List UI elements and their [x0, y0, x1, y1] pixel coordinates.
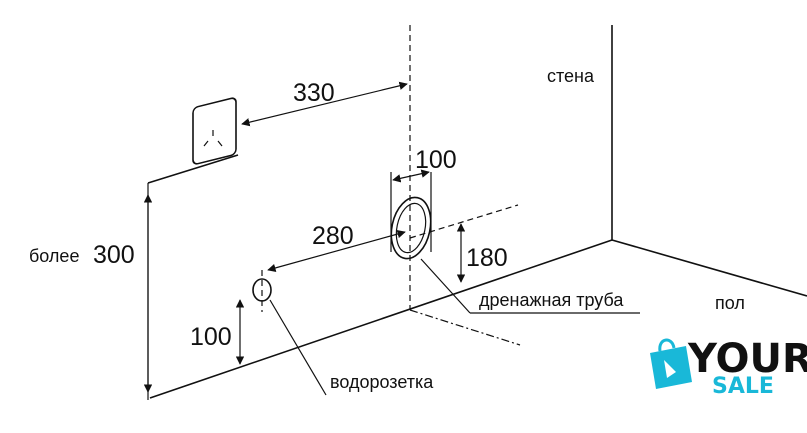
dimension-330-label: 330: [293, 79, 335, 107]
dimension-socket-height: 100: [190, 299, 245, 365]
drain-pipe-label: дренажная труба: [479, 290, 624, 310]
dimension-drain-width-label: 100: [415, 146, 457, 174]
logo-word-your: YOUR: [687, 336, 807, 382]
dimension-300: более 300: [29, 194, 153, 393]
shopping-bag-icon: [650, 338, 692, 389]
dimension-socket-height-label: 100: [190, 323, 232, 351]
dimension-330: 330: [241, 79, 408, 127]
logo-word-sale: SALE: [712, 374, 774, 399]
floor-axis-line: [409, 309, 521, 346]
dimension-300-label: 300: [93, 241, 135, 269]
drain-axis-line: [409, 204, 519, 239]
drain-pipe-opening: [390, 172, 432, 260]
yoursale-logo: YOUR SALE: [650, 336, 807, 399]
water-socket-leader: [269, 299, 327, 396]
dimension-180-label: 180: [466, 244, 508, 272]
drain-pipe-leader: [420, 258, 471, 314]
wall-label: стена: [547, 66, 595, 86]
floor-label: пол: [715, 293, 745, 313]
dimension-280: 280: [267, 222, 406, 273]
power-outlet-icon: [192, 97, 237, 165]
dimension-280-label: 280: [312, 222, 354, 250]
dimension-drain-width: 100: [392, 146, 457, 183]
dimension-180: 180: [456, 223, 508, 283]
water-socket-label: водорозетка: [330, 372, 434, 392]
water-socket-icon: [252, 270, 272, 312]
wall-corner: [149, 25, 807, 399]
wall-edge-lines: [147, 154, 239, 400]
height-prefix-label: более: [29, 246, 79, 266]
